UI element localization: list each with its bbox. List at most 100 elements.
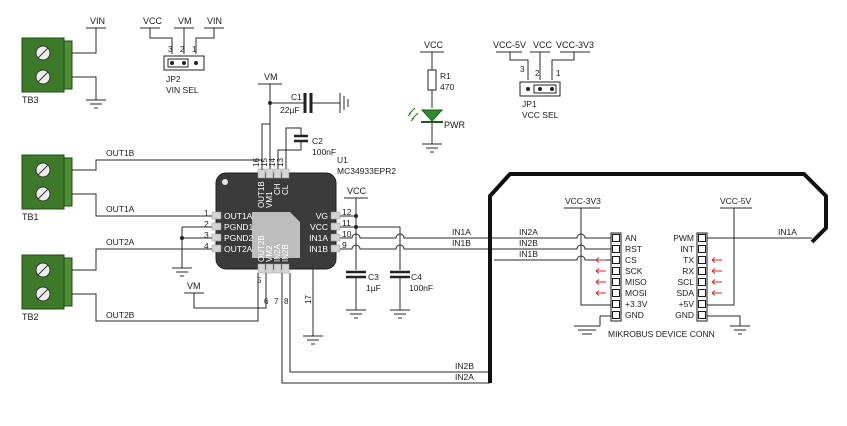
mikrobus-right-pin bbox=[698, 311, 706, 319]
mikrobus-pin-label: SCL bbox=[677, 277, 694, 287]
power-label-vm: VM bbox=[178, 16, 192, 26]
signal-direction-arrow-icon bbox=[711, 257, 722, 263]
power-label-vin: VIN bbox=[207, 16, 222, 26]
mikrobus-pin-label: GND bbox=[625, 310, 644, 320]
net-label: IN2A bbox=[455, 372, 474, 382]
ic-pin-number: 8 bbox=[284, 297, 289, 306]
ic-pin-name: OUT2A bbox=[224, 244, 253, 254]
resistor-value: 470 bbox=[440, 82, 454, 92]
ic-pin-number: 10 bbox=[342, 229, 352, 239]
net-label: IN1A bbox=[778, 227, 797, 237]
jumper-pin-number: 1 bbox=[192, 45, 197, 54]
input-nets-to-bus: IN1A IN1B bbox=[340, 227, 494, 250]
ic-u1: U1 MC34933EPR2 OUT1A PGND1 PGND2 OUT2A V… bbox=[204, 155, 396, 306]
net-label: OUT1B bbox=[106, 148, 135, 158]
ic-pin-number: 3 bbox=[204, 230, 209, 240]
mikrobus-right-pin bbox=[698, 245, 706, 253]
mikrobus-right-pin bbox=[698, 289, 706, 297]
ic-pin-number: 13 bbox=[276, 158, 285, 167]
ic-pin-number: 15 bbox=[260, 158, 269, 167]
capacitor-ref: C2 bbox=[312, 136, 323, 146]
power-label-vcc3: VCC-3V3 bbox=[565, 196, 601, 206]
capacitor-value: 22µF bbox=[280, 105, 300, 115]
signal-direction-arrow-icon bbox=[711, 290, 722, 296]
power-label-vcc5: VCC-5V bbox=[493, 40, 526, 50]
net-label: IN2B bbox=[519, 238, 538, 248]
power-label-vcc: VCC bbox=[533, 40, 553, 50]
ic-pin-name: IN1B bbox=[309, 244, 328, 254]
ic-pin-number: 5 bbox=[257, 276, 262, 285]
ic-pin-name: VCC bbox=[310, 222, 328, 232]
jumper-label: VIN SEL bbox=[166, 85, 199, 95]
net-label: IN2B bbox=[455, 361, 474, 371]
jumper-jp1: VCC-5V VCC VCC-3V3 3 2 1 JP1 VCC SEL bbox=[493, 40, 594, 120]
terminal-label: TB3 bbox=[22, 95, 39, 105]
mikrobus-pin-label: CS bbox=[625, 255, 637, 265]
terminal-block-tb3: TB3 bbox=[21, 37, 73, 105]
signal-bus bbox=[488, 172, 828, 383]
ic-pin-number: 12 bbox=[342, 207, 352, 217]
ic-pin-number: 7 bbox=[274, 297, 279, 306]
mikrobus-pin-label: MOSI bbox=[625, 288, 647, 298]
ic-pin-name: PGND1 bbox=[224, 222, 254, 232]
ic-pin-name: CL bbox=[281, 184, 290, 195]
mikrobus-left-pin bbox=[612, 278, 620, 286]
mikrobus-right-pin bbox=[698, 234, 706, 242]
mikrobus-pin-label: +3.3V bbox=[625, 299, 648, 309]
mikrobus-pin-label: SDA bbox=[677, 288, 695, 298]
mikrobus-left-pin bbox=[612, 289, 620, 297]
jumper-label: VCC SEL bbox=[522, 110, 559, 120]
jumper-pin-number: 2 bbox=[180, 45, 185, 54]
ic-pin-name: IN1A bbox=[309, 233, 328, 243]
led-icon bbox=[420, 109, 444, 122]
ic-pin-name: PGND2 bbox=[224, 233, 254, 243]
mikrobus-connector: IN2A IN2B IN1B VCC-3V3 AN RST CS SCK MIS… bbox=[494, 196, 812, 339]
capacitor-value: 100nF bbox=[312, 147, 336, 157]
net-label: OUT2A bbox=[106, 237, 135, 247]
terminal-block-tb2: TB2 bbox=[21, 254, 73, 322]
motor-output-nets: OUT1B OUT1A OUT2A OUT2B VM bbox=[72, 148, 490, 384]
ic-pin-number: 14 bbox=[268, 158, 277, 167]
mikrobus-pin-label: AN bbox=[625, 233, 637, 243]
net-label: IN1B bbox=[452, 238, 471, 248]
ic-pin-number: 1 bbox=[204, 208, 209, 218]
mikrobus-left-pin bbox=[612, 245, 620, 253]
ic-pin-name: IN2B bbox=[281, 244, 290, 262]
mikrobus-right-pin bbox=[698, 278, 706, 286]
mikrobus-pin-label: RX bbox=[682, 266, 694, 276]
mikrobus-pin-label: RST bbox=[625, 244, 642, 254]
led-label: PWR bbox=[444, 120, 465, 130]
jumper-pin-number: 2 bbox=[535, 69, 540, 78]
jumper-ref: JP1 bbox=[522, 99, 537, 109]
mikrobus-left-pin bbox=[612, 300, 620, 308]
jumper-pin-number: 3 bbox=[520, 65, 525, 74]
terminal-label: TB1 bbox=[22, 212, 39, 222]
signal-direction-arrow-icon bbox=[711, 279, 722, 285]
ic-pin-number: 9 bbox=[342, 240, 347, 250]
capacitor-value: 1µF bbox=[366, 283, 381, 293]
resistor-r1 bbox=[427, 69, 437, 91]
jumper-pin-number: 3 bbox=[168, 45, 173, 54]
mikrobus-left-pin bbox=[612, 256, 620, 264]
jumper-ref: JP2 bbox=[166, 74, 181, 84]
signal-direction-arrow-icon bbox=[595, 257, 606, 263]
power-label-vcc5: VCC-5V bbox=[720, 196, 752, 206]
terminal-label: TB2 bbox=[22, 312, 39, 322]
mikrobus-pin-label: INT bbox=[680, 244, 694, 254]
mikrobus-pin-label: +5V bbox=[679, 299, 695, 309]
ic-pin-number: 16 bbox=[252, 158, 261, 167]
mikrobus-left-header bbox=[610, 232, 622, 322]
net-label: OUT1A bbox=[106, 204, 135, 214]
ic-pin-name: VG bbox=[316, 211, 328, 221]
capacitor-ref: C3 bbox=[368, 272, 379, 282]
ic-pin-name: OUT2B bbox=[257, 235, 266, 262]
net-label: IN1B bbox=[519, 249, 538, 259]
mikrobus-pin-label: MISO bbox=[625, 277, 647, 287]
mikrobus-pin-label: SCK bbox=[625, 266, 643, 276]
terminal-block-tb1: TB1 bbox=[21, 154, 73, 222]
ic-pin-name: OUT1B bbox=[257, 181, 266, 208]
chip-top-wiring: VM C1 22µF C2 100nF bbox=[258, 72, 349, 170]
ic-pin-name: IN2A bbox=[273, 244, 282, 262]
